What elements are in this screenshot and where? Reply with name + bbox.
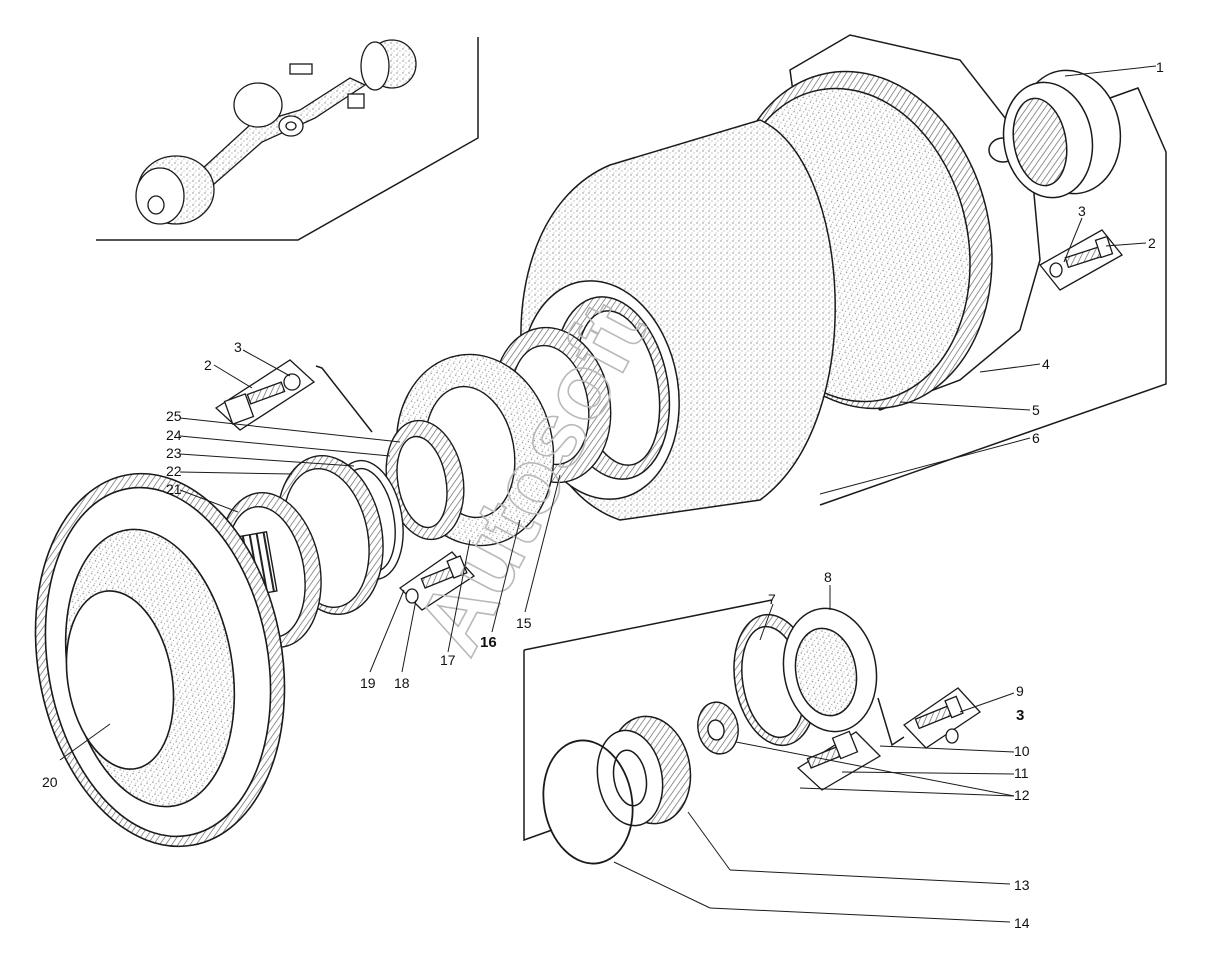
leader-frames (315, 87, 1167, 842)
bolt-group-top-right (1039, 229, 1123, 291)
callout-15: 15 (516, 615, 532, 631)
axle-inset (96, 37, 479, 241)
callout-25: 25 (166, 408, 182, 424)
callout-5: 5 (1032, 402, 1040, 418)
callout-3: 3 (1078, 203, 1086, 219)
callout-20: 20 (42, 774, 58, 790)
part-14-snap-ring (542, 739, 634, 865)
callout-2: 2 (204, 357, 212, 373)
callout-22: 22 (166, 463, 182, 479)
callout-3: 3 (1016, 707, 1024, 724)
callout-11: 11 (1014, 765, 1029, 781)
callout-2: 2 (1148, 235, 1156, 251)
leader-lines (59, 65, 1157, 923)
bearing-stack (385, 326, 612, 547)
callout-12: 12 (1014, 787, 1030, 803)
callout-18: 18 (394, 675, 410, 691)
callout-7: 7 (768, 591, 776, 607)
callout-13: 13 (1014, 877, 1030, 893)
part-12-washer (697, 701, 739, 755)
callout-17: 17 (440, 652, 456, 668)
bolt-group-left (214, 359, 316, 431)
callout-8: 8 (824, 569, 832, 585)
callout-19: 19 (360, 675, 376, 691)
callout-21: 21 (166, 481, 182, 497)
callout-1: 1 (1156, 59, 1164, 75)
callout-10: 10 (1014, 743, 1030, 759)
callout-6: 6 (1032, 430, 1040, 446)
callout-16: 16 (480, 634, 497, 651)
part-20-flange (34, 472, 286, 848)
callout-9: 9 (1016, 683, 1024, 699)
part-13-bearing (596, 715, 692, 827)
callout-labels: 1 2 3 2 3 4 5 6 7 8 9 3 10 11 12 13 14 1… (42, 59, 1164, 931)
callout-3: 3 (234, 339, 242, 355)
bolt-group-middle (398, 551, 475, 611)
callout-23: 23 (166, 445, 182, 461)
part-8-cover (733, 607, 878, 747)
part-1-bushing (1002, 69, 1122, 199)
callout-24: 24 (166, 427, 182, 443)
bolt-group-right-lower (796, 730, 882, 791)
bolt-group-right-upper (903, 687, 981, 749)
callout-14: 14 (1014, 915, 1030, 931)
callout-4: 4 (1042, 356, 1050, 372)
axle-sketch (135, 39, 417, 225)
